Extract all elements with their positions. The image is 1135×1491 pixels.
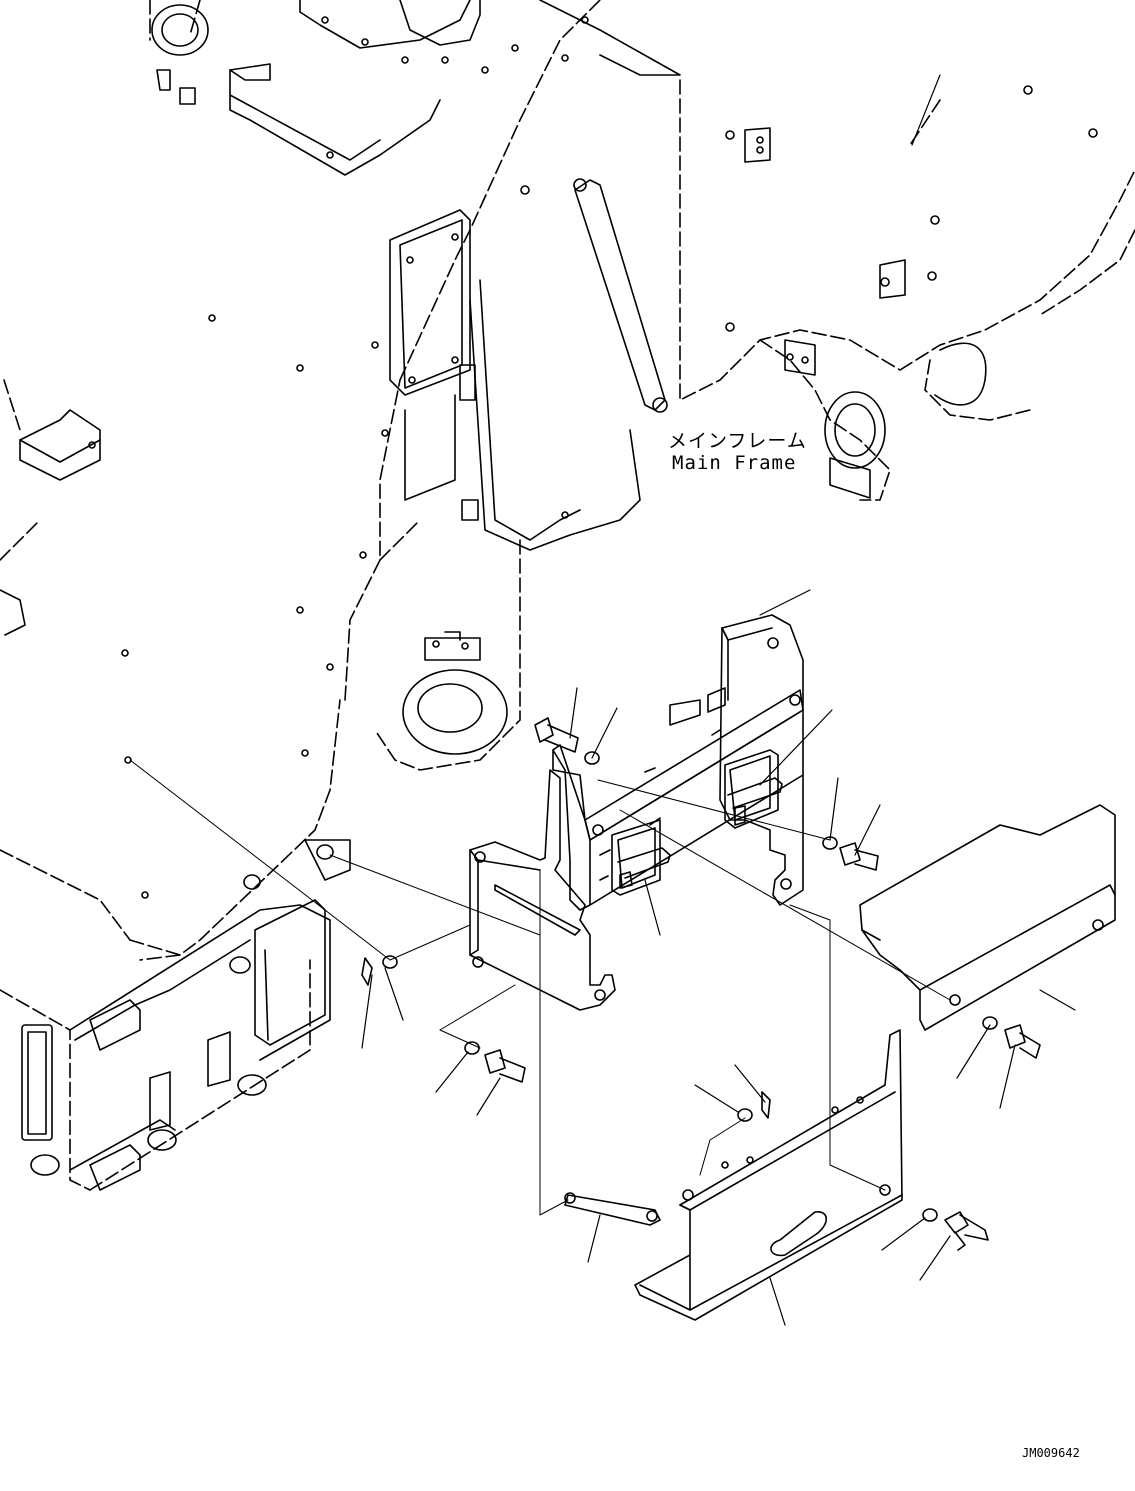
bolt-right-middle [840,843,878,870]
cotter-pin-tray [762,1092,770,1118]
right-cover [860,805,1115,1030]
main-frame-label-en: Main Frame [672,452,797,474]
hinge-right [725,750,782,828]
projection-lines [130,760,950,1215]
leader-lines [362,75,1075,1325]
main-frame-label-jp: メインフレーム [668,430,807,452]
hinge-left [612,820,670,895]
washer-left [383,956,397,968]
washer-tray [738,1109,752,1121]
link-rod [565,1193,660,1225]
washer-top [585,752,599,764]
main-frame-details [0,0,1097,1190]
left-bracket [470,770,615,1010]
main-frame-outline [0,0,1135,1190]
lower-tray [635,1030,902,1320]
washer-right-lower [983,1017,997,1029]
bolt-right-lower [1005,1025,1040,1058]
upper-mounting-plate [553,615,803,910]
bolt-left-lower [485,1050,525,1082]
drawing-code: JM009642 [1022,1446,1080,1460]
washer-wing-nut [923,1209,937,1221]
cotter-pin-left [362,958,372,985]
bolt-top [535,718,578,752]
wing-nut [945,1212,988,1250]
